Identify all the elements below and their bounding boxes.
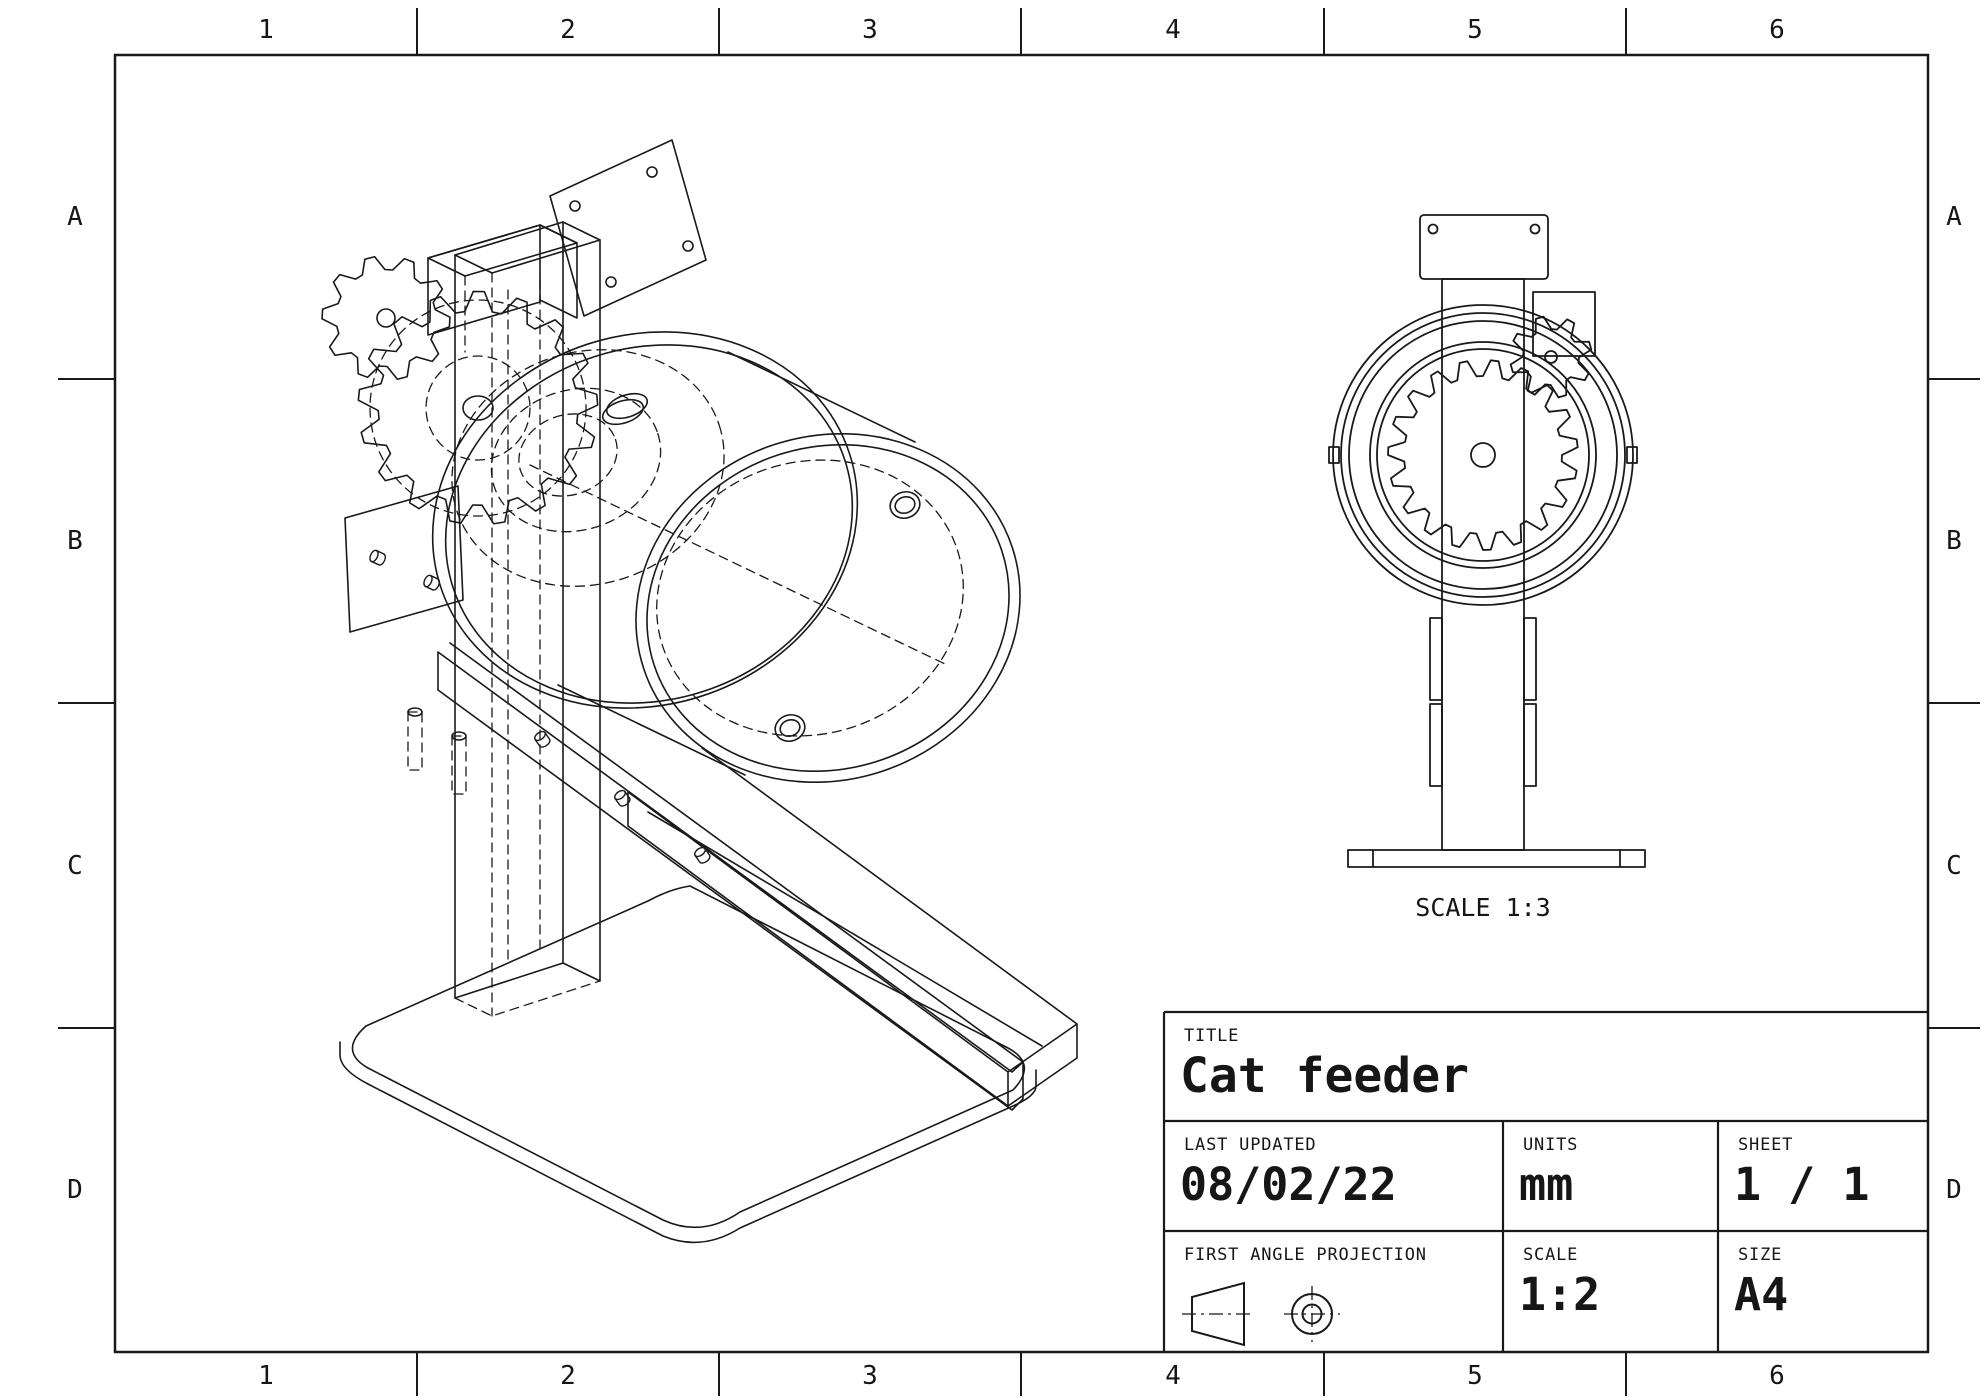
iso-mount-plate (549, 139, 707, 317)
units-value: mm (1519, 1158, 1574, 1211)
iso-drum-hidden (451, 349, 964, 737)
front-view (1328, 214, 1646, 868)
iso-column (454, 221, 601, 1017)
iso-gears (321, 255, 599, 525)
grid-ref-right-d: D (1946, 1175, 1962, 1205)
grid-ref-left-a: A (67, 202, 83, 232)
sheet-value: 1 / 1 (1734, 1158, 1870, 1211)
size-value: A4 (1734, 1268, 1789, 1321)
front-gears (1387, 315, 1593, 551)
units-label: UNITS (1523, 1135, 1579, 1155)
grid-ref-right-b: B (1946, 526, 1962, 556)
title-label: TITLE (1184, 1026, 1240, 1046)
isometric-view (321, 139, 1078, 1244)
iso-hidden-pins (407, 707, 467, 795)
grid-ref-right-c: C (1946, 851, 1962, 881)
grid-ref-bottom-5: 5 (1467, 1361, 1483, 1391)
grid-ref-bottom-2: 2 (560, 1361, 576, 1391)
grid-ref-bottom-6: 6 (1769, 1361, 1785, 1391)
grid-ref-bottom-1: 1 (258, 1361, 274, 1391)
iso-motor-box (427, 224, 578, 353)
grid-ref-top-6: 6 (1769, 15, 1785, 45)
scale-value: 1:2 (1519, 1268, 1601, 1321)
front-view-scale-note: SCALE 1:3 (1415, 893, 1551, 922)
grid-ref-top-1: 1 (258, 15, 274, 45)
iso-chute (627, 747, 1078, 1107)
grid-ref-top-3: 3 (862, 15, 878, 45)
front-mount-plate (1419, 214, 1549, 280)
drawing-title: Cat feeder (1180, 1048, 1469, 1104)
front-base (1347, 849, 1646, 868)
iso-drum (431, 331, 1021, 784)
grid-ref-left-b: B (67, 526, 83, 556)
projection-label: FIRST ANGLE PROJECTION (1184, 1245, 1427, 1265)
last-updated-label: LAST UPDATED (1184, 1135, 1317, 1155)
grid-ref-left-c: C (67, 851, 83, 881)
grid-ref-bottom-4: 4 (1165, 1361, 1181, 1391)
front-column-tabs (1429, 617, 1537, 787)
scale-label: SCALE (1523, 1245, 1579, 1265)
first-angle-projection-icon (1182, 1281, 1340, 1347)
grid-ref-top-5: 5 (1467, 15, 1483, 45)
sheet-frame (58, 8, 1980, 1396)
grid-ref-top-2: 2 (560, 15, 576, 45)
grid-ref-top-4: 4 (1165, 15, 1181, 45)
size-label: SIZE (1738, 1245, 1783, 1265)
grid-ref-left-d: D (67, 1175, 83, 1205)
sheet-label: SHEET (1738, 1135, 1794, 1155)
title-block-grid (1162, 1010, 1928, 1352)
iso-support-bar (437, 642, 1024, 1111)
front-drum-rings (1328, 304, 1638, 606)
iso-bracket (344, 485, 464, 633)
iso-base-plate (339, 885, 1037, 1244)
grid-ref-bottom-3: 3 (862, 1361, 878, 1391)
last-updated-value: 08/02/22 (1180, 1158, 1397, 1211)
grid-ref-right-a: A (1946, 202, 1962, 232)
front-motor (1532, 291, 1596, 357)
